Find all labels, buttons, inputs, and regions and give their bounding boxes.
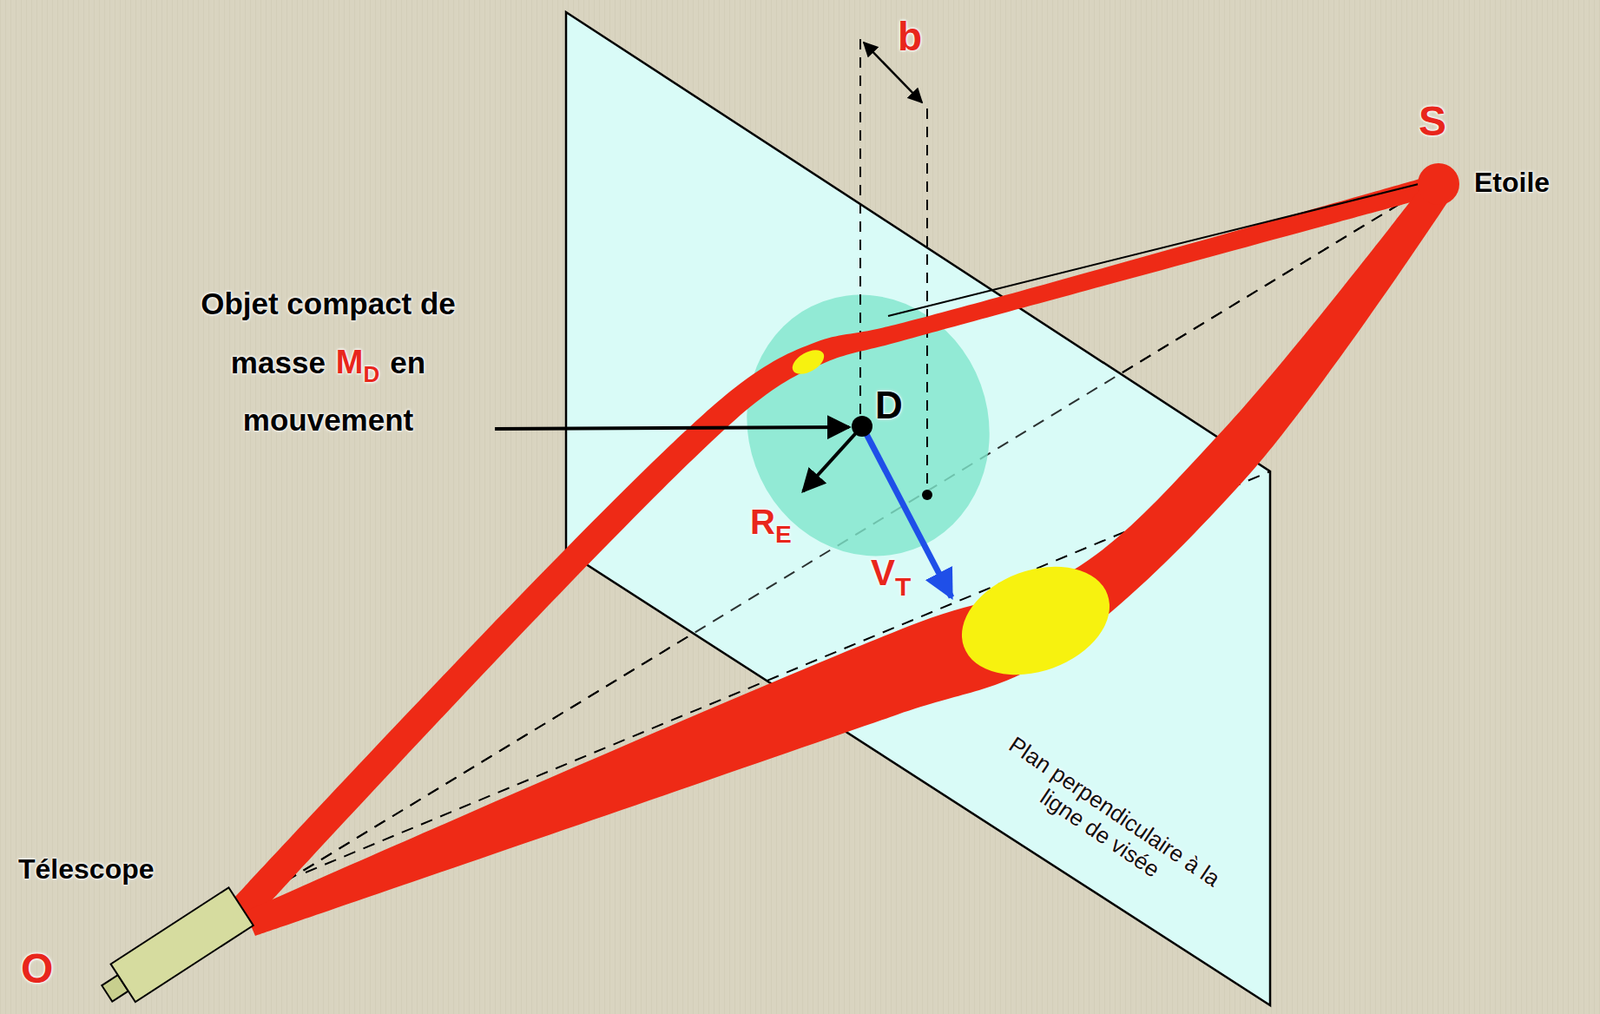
einstein-radius-arrow (803, 426, 863, 492)
object-caption: Objet compact de (200, 286, 456, 322)
object-caption: en (389, 345, 426, 381)
label-group: Objet compact de (200, 286, 456, 322)
radius-symbol: R (750, 501, 776, 542)
star-label: Etoile (1474, 166, 1550, 199)
light-band (234, 173, 1439, 922)
dimension-label: b (897, 13, 922, 60)
star (1417, 163, 1460, 205)
label-group: mouvement (243, 402, 414, 438)
label-group: D (875, 383, 903, 428)
plane-label: Plan perpendiculaire à la ligne de visée (1004, 730, 1225, 892)
radius-subscript: E (775, 520, 792, 549)
lens-point (851, 415, 873, 437)
small-image (788, 344, 829, 379)
velocity-symbol: V (870, 552, 896, 594)
dashed-vertical (926, 108, 929, 495)
large-image (946, 546, 1125, 694)
telescope (94, 887, 254, 1013)
point-label: D (875, 383, 903, 428)
label-group: RE (750, 501, 792, 542)
label-group: Plan perpendiculaire à la ligne de visée (987, 730, 1226, 916)
point-label: O (20, 944, 53, 993)
label-group: Télescope (18, 853, 155, 886)
mass-symbol: M (335, 343, 364, 382)
label-group: VT (870, 552, 911, 594)
projection-dot (921, 489, 933, 501)
object-caption: mouvement (243, 402, 414, 438)
dashed-vertical (859, 39, 862, 427)
label-group: b (897, 13, 922, 60)
leader-arrow (494, 427, 850, 429)
label-group: masseMDen (230, 343, 426, 382)
label-group: Etoile (1474, 166, 1550, 199)
ray-line (888, 184, 1419, 317)
mass-subscript: D (363, 362, 381, 389)
point-label: S (1418, 97, 1447, 145)
velocity-subscript: T (895, 572, 911, 603)
label-group: S (1418, 97, 1447, 145)
label-group: O (20, 944, 53, 993)
object-caption: masse (230, 345, 326, 381)
telescope-label: Télescope (18, 853, 155, 886)
